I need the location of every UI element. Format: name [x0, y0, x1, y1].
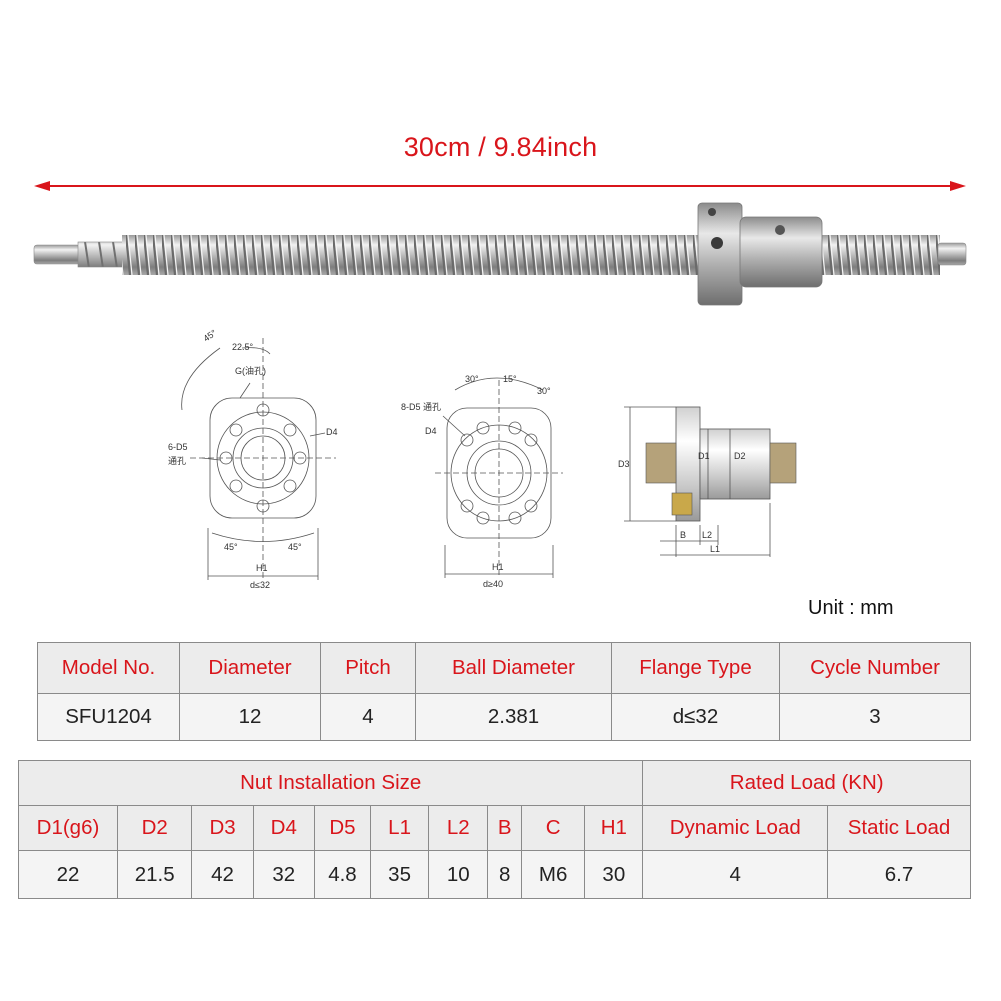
cell-pitch: 4: [320, 693, 416, 741]
l2-label: L2: [702, 530, 712, 540]
cell-ball-diameter: 2.381: [415, 693, 612, 741]
header-model-no: Model No.: [37, 642, 180, 694]
length-title: 30cm / 9.84inch: [403, 132, 598, 162]
group-header-row: Nut Installation Size Rated Load (KN): [17, 760, 971, 806]
angle-22-label: 22.5°: [232, 342, 254, 352]
header-diameter: Diameter: [179, 642, 321, 694]
cell-dynamic-load: 4: [642, 850, 829, 899]
header-d4: D4: [252, 805, 315, 851]
group-nut-installation: Nut Installation Size: [17, 760, 644, 806]
header-c: C: [520, 805, 586, 851]
header-d1: D1(g6): [18, 805, 118, 851]
l1-label: L1: [710, 544, 720, 554]
d2-label: D2: [734, 451, 746, 461]
angle-45-top-label: 45°: [201, 327, 218, 343]
cell-d1: 22: [18, 850, 118, 899]
d4-label-2: D4: [425, 426, 437, 436]
header-d3: D3: [191, 805, 254, 851]
cell-d3: 42: [191, 850, 254, 899]
header-cycle-number: Cycle Number: [779, 642, 971, 694]
cell-d4: 32: [252, 850, 315, 899]
oil-hole-label: G(油孔): [235, 365, 266, 376]
cell-h1: 30: [584, 850, 644, 899]
header-d5: D5: [313, 805, 372, 851]
header-l1: L1: [369, 805, 430, 851]
ball-screw-image: [33, 202, 967, 306]
angle-30-left-label: 30°: [465, 374, 479, 384]
cell-b: 8: [487, 850, 522, 899]
cell-diameter: 12: [179, 693, 321, 741]
angle-45-br-label: 45°: [288, 542, 302, 552]
holes-6-d5-label: 6-D5: [168, 442, 188, 452]
d4-label: D4: [326, 427, 338, 437]
h1-label: H1: [256, 563, 268, 573]
cell-l2: 10: [428, 850, 489, 899]
angle-15-label: 15°: [503, 374, 517, 384]
header-b: B: [487, 805, 522, 851]
table-header-row: D1(g6) D2 D3 D4 D5 L1 L2 B C H1 Dynamic …: [18, 805, 971, 851]
header-flange-type: Flange Type: [611, 642, 780, 694]
through-hole-label: 通孔: [168, 456, 186, 466]
b-label: B: [680, 530, 686, 540]
d-condition-label-2: d≥40: [483, 579, 503, 589]
flange-round-drawing: 45° 22.5° G(油孔) 6-D5 通孔 D4 45° 45° H1 d≤…: [168, 327, 338, 590]
d1-label: D1: [698, 451, 710, 461]
h1-label-2: H1: [492, 562, 504, 572]
table-row: SFU1204 12 4 2.381 d≤32 3: [37, 693, 971, 741]
holes-8-d5-label: 8-D5 通孔: [401, 402, 441, 412]
flange-cut-drawing: 8-D5 通孔 D4 30° 15° 30° H1 d≥40: [401, 374, 563, 589]
header-dynamic-load: Dynamic Load: [642, 805, 829, 851]
table-header-row: Model No. Diameter Pitch Ball Diameter F…: [37, 642, 971, 694]
header-static-load: Static Load: [827, 805, 971, 851]
cell-l1: 35: [369, 850, 430, 899]
cell-static-load: 6.7: [827, 850, 971, 899]
header-h1: H1: [584, 805, 644, 851]
header-l2: L2: [428, 805, 489, 851]
unit-label: Unit : mm: [808, 597, 894, 619]
table-row: 22 21.5 42 32 4.8 35 10 8 M6 30 4 6.7: [18, 850, 971, 899]
cell-c: M6: [520, 850, 586, 899]
header-d2: D2: [116, 805, 193, 851]
length-arrow: [34, 181, 966, 191]
model-spec-table: Model No. Diameter Pitch Ball Diameter F…: [37, 642, 971, 741]
angle-45-bl-label: 45°: [224, 542, 238, 552]
header-ball-diameter: Ball Diameter: [415, 642, 612, 694]
angle-30-right-label: 30°: [537, 386, 551, 396]
nut-side-view-drawing: D3 D1 D2 B L2 L1: [618, 406, 797, 557]
cell-d5: 4.8: [313, 850, 372, 899]
cell-model-no: SFU1204: [37, 693, 180, 741]
d3-label: D3: [618, 459, 630, 469]
d-condition-label: d≤32: [250, 580, 270, 590]
cell-d2: 21.5: [116, 850, 193, 899]
header-pitch: Pitch: [320, 642, 416, 694]
nut-size-table: Nut Installation Size Rated Load (KN) D1…: [17, 760, 971, 899]
group-rated-load: Rated Load (KN): [642, 760, 971, 806]
cell-cycle-number: 3: [779, 693, 971, 741]
cell-flange-type: d≤32: [611, 693, 780, 741]
